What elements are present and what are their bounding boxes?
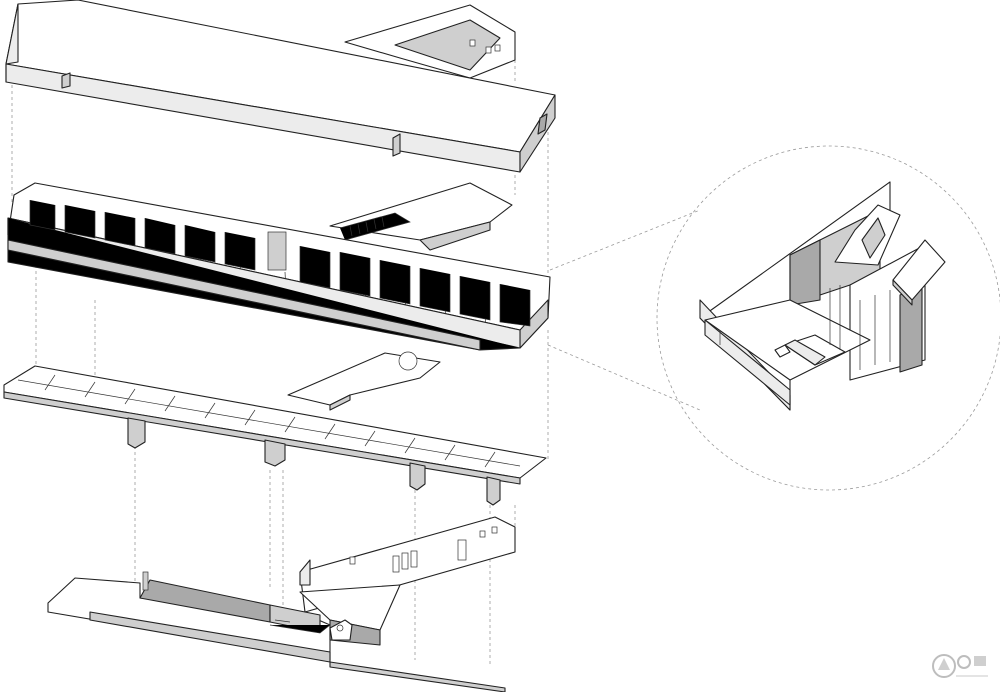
interior-partitions (29, 200, 531, 327)
upper-floor-rooms-layer (7, 182, 551, 351)
room-detail-callout (656, 145, 1000, 491)
support-columns (127, 417, 501, 506)
floor-slab-layer (3, 351, 547, 506)
wall-windows (349, 526, 498, 573)
room-bays (7, 217, 521, 351)
callout-leaders (547, 209, 701, 411)
roof-layer (5, 0, 556, 173)
slab-grid (17, 374, 521, 468)
website-watermark-logo (930, 646, 990, 686)
ground-walls-layer (47, 516, 516, 693)
